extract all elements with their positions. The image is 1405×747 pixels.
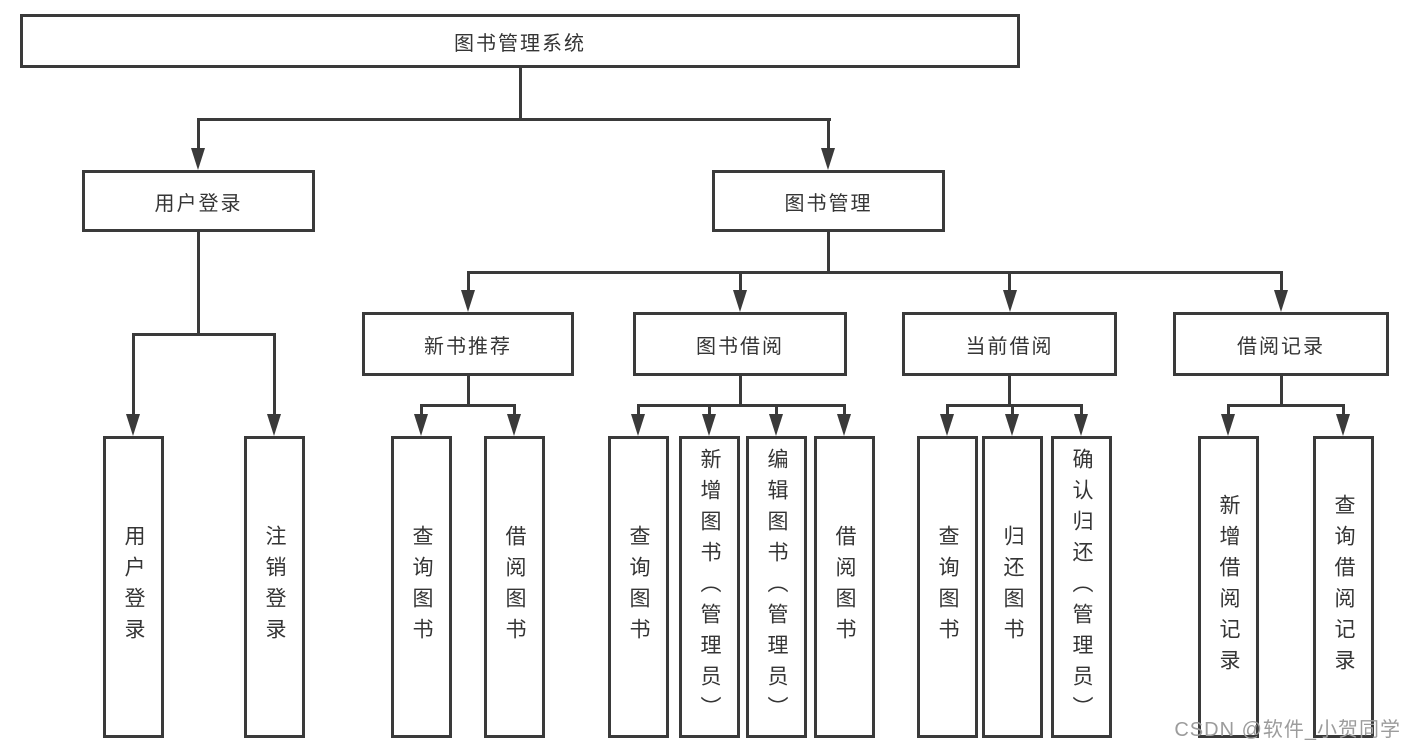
connector-book-borrow-stem [739, 376, 742, 407]
node-borrowing-records: 借阅记录 [1173, 312, 1389, 376]
connector-drop-leaf-logout [273, 333, 276, 414]
node-book-borrowing: 图书借阅 [633, 312, 847, 376]
csdn-watermark: CSDN @软件_小贺同学 [1174, 719, 1401, 741]
arrow-to-leaf-login [126, 414, 140, 436]
arrow-to-book-management [821, 148, 835, 170]
arrow-to-bb-query [631, 414, 645, 436]
connector-drop-cb-return [1011, 404, 1014, 416]
arrow-to-cb-query [940, 414, 954, 436]
arrow-to-borrow-records [1274, 290, 1288, 312]
connector-book-management-stem [827, 232, 830, 274]
arrow-to-book-borrow [733, 290, 747, 312]
connector-drop-rec-query [1342, 404, 1345, 416]
arrow-to-bb-edit [769, 414, 783, 436]
connector-user-login-stem [197, 232, 200, 336]
connector-new-book-rail [420, 404, 516, 407]
connector-drop-nb-query [420, 404, 423, 416]
connector-drop-cb-query [946, 404, 949, 416]
leaf-logout: 注销登录 [244, 436, 305, 738]
leaf-borrow-edit-books-admin: 编辑图书（管理员） [746, 436, 807, 738]
connector-drop-current-borrow [1008, 271, 1011, 292]
leaf-newbook-query-books: 查询图书 [391, 436, 452, 738]
arrow-to-rec-query [1336, 414, 1350, 436]
node-new-book-recommend: 新书推荐 [362, 312, 574, 376]
connector-book-borrow-rail [637, 404, 846, 407]
connector-drop-bb-query [637, 404, 640, 416]
arrow-to-current-borrow [1003, 290, 1017, 312]
node-book-management: 图书管理 [712, 170, 945, 232]
node-user-login: 用户登录 [82, 170, 315, 232]
connector-drop-bb-borrow [843, 404, 846, 416]
connector-drop-nb-borrow [513, 404, 516, 416]
arrow-to-bb-borrow [837, 414, 851, 436]
connector-drop-bb-add [708, 404, 711, 416]
arrow-to-leaf-logout [267, 414, 281, 436]
arrow-to-user-login [191, 148, 205, 170]
connector-drop-user-login [197, 118, 200, 150]
leaf-records-query-record: 查询借阅记录 [1313, 436, 1374, 738]
leaf-current-return-books: 归还图书 [982, 436, 1043, 738]
connector-new-book-stem [467, 376, 470, 407]
connector-drop-cb-confirm [1080, 404, 1083, 416]
connector-drop-bb-edit [775, 404, 778, 416]
leaf-current-confirm-return-admin: 确认归还（管理员） [1051, 436, 1112, 738]
leaf-newbook-borrow-books: 借阅图书 [484, 436, 545, 738]
connector-root-rail [197, 118, 831, 121]
arrow-to-rec-add [1221, 414, 1235, 436]
arrow-to-new-book [461, 290, 475, 312]
connector-records-stem [1280, 376, 1283, 407]
connector-current-borrow-rail [946, 404, 1083, 407]
arrow-to-nb-query [414, 414, 428, 436]
arrow-to-bb-add [702, 414, 716, 436]
connector-records-rail [1227, 404, 1345, 407]
leaf-borrow-query-books: 查询图书 [608, 436, 669, 738]
connector-user-login-rail [132, 333, 276, 336]
connector-drop-book-borrow [739, 271, 742, 292]
connector-drop-borrow-records [1280, 271, 1283, 292]
leaf-user-login: 用户登录 [103, 436, 164, 738]
leaf-records-add-record: 新增借阅记录 [1198, 436, 1259, 738]
connector-drop-new-book [467, 271, 470, 292]
node-root-library-management-system: 图书管理系统 [20, 14, 1020, 68]
arrow-to-nb-borrow [507, 414, 521, 436]
connector-current-borrow-stem [1008, 376, 1011, 407]
arrow-to-cb-confirm [1074, 414, 1088, 436]
leaf-borrow-add-books-admin: 新增图书（管理员） [679, 436, 740, 738]
connector-drop-leaf-login [132, 333, 135, 414]
connector-root-stem [519, 66, 522, 120]
leaf-current-query-books: 查询图书 [917, 436, 978, 738]
leaf-borrow-borrow-books: 借阅图书 [814, 436, 875, 738]
connector-book-management-rail [467, 271, 1283, 274]
connector-drop-rec-add [1227, 404, 1230, 416]
node-current-borrowing: 当前借阅 [902, 312, 1117, 376]
connector-drop-book-management [827, 118, 830, 150]
arrow-to-cb-return [1005, 414, 1019, 436]
